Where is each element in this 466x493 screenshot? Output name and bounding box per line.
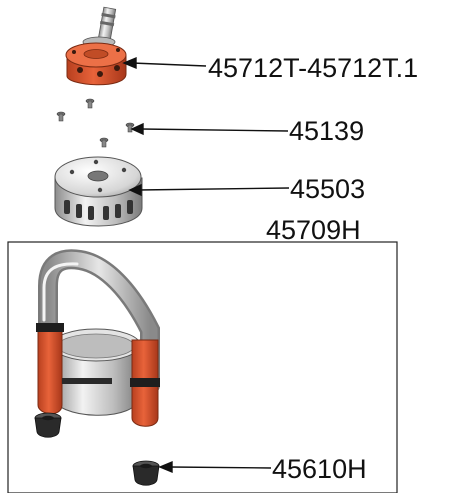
sensor-head-part [65, 6, 127, 86]
foot-cap-part-1 [34, 412, 62, 438]
handle-assembly-frame [7, 241, 398, 493]
screw-2 [56, 111, 66, 122]
leader-lines [122, 56, 290, 474]
screw-4 [99, 137, 109, 148]
part-label-handle-assembly: 45709H [266, 215, 361, 245]
screw-3 [125, 122, 135, 133]
screw-1 [85, 98, 95, 109]
part-label-screws: 45139 [289, 116, 364, 146]
part-label-base-housing: 45503 [290, 174, 365, 204]
screws-part [56, 98, 135, 148]
base-housing-part [54, 156, 143, 227]
handle-assembly-part [36, 249, 160, 427]
part-label-foot-cap: 45610H [272, 454, 367, 484]
part-label-sensor-head: 45712T-45712T.1 [208, 53, 418, 83]
foot-cap-part-2 [132, 460, 160, 486]
